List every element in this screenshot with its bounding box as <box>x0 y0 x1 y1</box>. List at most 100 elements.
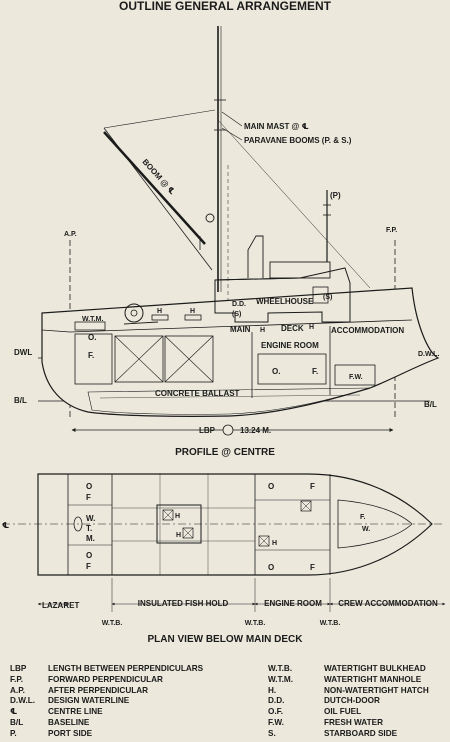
plan-labels: ℄ O F W. T. M. O F H H O F H O F F. W. L… <box>2 482 438 645</box>
hatch-2 <box>184 314 202 321</box>
label-o-fwd: O. <box>272 367 280 376</box>
plan-o-1: O <box>86 482 92 491</box>
wtm-box <box>74 321 106 331</box>
wheelhouse-window <box>312 286 329 304</box>
label-main-mast: MAIN MAST @ ℄ <box>244 122 309 131</box>
legend-row: W.T.B.WATERTIGHT BULKHEAD <box>268 664 426 673</box>
label-dd-s: (S) <box>232 311 241 318</box>
label-accommodation: ACCOMMODATION <box>331 326 404 335</box>
arrangement-drawing: OUTLINE GENERAL ARRANGEMENT <box>2 0 446 645</box>
hull-outline <box>41 287 440 417</box>
plan-f-4: F <box>310 563 315 572</box>
legend-row: F.W.FRESH WATER <box>268 717 383 727</box>
plan-o-4: O <box>268 563 274 572</box>
label-wtm: W.T.M. <box>82 316 103 323</box>
plan-h-1: H <box>175 513 180 520</box>
legend-row: P.PORT SIDE <box>10 728 93 738</box>
fish-hold-2 <box>164 335 214 383</box>
profile-view <box>38 26 440 436</box>
plan-f-3: F <box>310 482 315 491</box>
drawing-title: OUTLINE GENERAL ARRANGEMENT <box>119 0 332 13</box>
fresh-water-tank <box>334 364 376 386</box>
plan-crew-accommodation: CREW ACCOMMODATION <box>338 599 438 608</box>
legend-right-column: W.T.B.WATERTIGHT BULKHEAD W.T.M.WATERTIG… <box>268 664 448 740</box>
plan-t: T. <box>86 524 92 533</box>
label-dwl: DWL <box>14 348 32 357</box>
boom-sheave <box>205 213 215 223</box>
label-h-3: H <box>260 327 265 334</box>
plan-fwd-w: W. <box>362 526 370 533</box>
plan-h-3: H <box>272 540 277 547</box>
label-h-2: H <box>190 308 195 315</box>
plan-caption: PLAN VIEW BELOW MAIN DECK <box>148 634 304 645</box>
hatch-1 <box>151 314 169 321</box>
legend-row: A.P.AFTER PERPENDICULAR <box>10 685 149 695</box>
plan-lazaret: LAZARET <box>42 601 79 610</box>
legend-row: ℄CENTRE LINE <box>10 707 103 717</box>
plan-h-2: H <box>176 532 181 539</box>
plan-o-3: O <box>268 482 274 491</box>
label-p-mark: (P) <box>330 191 341 200</box>
label-lbp: LBP <box>199 426 216 435</box>
plan-fish-hatch <box>156 504 202 544</box>
label-lbp-value: 13.24 M. <box>240 426 271 435</box>
deck-line-aft <box>41 329 71 333</box>
plan-f-1: F <box>86 493 91 502</box>
plan-hull-outline <box>37 473 433 576</box>
wheelhouse-outline <box>214 267 351 323</box>
plan-f-2: F <box>86 562 91 571</box>
fish-hold-1 <box>114 335 164 383</box>
label-paravane-booms: PARAVANE BOOMS (P. & S.) <box>244 136 352 145</box>
legend-row: W.T.M.WATERTIGHT MANHOLE <box>268 674 422 684</box>
plan-wtb-1: W.T.B. <box>102 620 123 627</box>
label-bl-right: B/L <box>424 400 437 409</box>
legend-row: O.F.OIL FUEL <box>268 707 362 717</box>
concrete-ballast <box>87 387 371 415</box>
plan-cl: ℄ <box>2 521 9 530</box>
plan-view <box>2 473 446 612</box>
label-deck: DECK <box>281 324 304 333</box>
plan-fish-hold: INSULATED FISH HOLD <box>138 599 229 608</box>
upper-house <box>269 261 331 279</box>
label-h-4: H <box>309 324 314 331</box>
label-o-aft: O. <box>88 333 96 342</box>
cargo-boom <box>103 131 206 245</box>
label-f-aft: F. <box>88 351 94 360</box>
profile-caption: PROFILE @ CENTRE <box>175 447 275 458</box>
label-concrete-ballast: CONCRETE BALLAST <box>155 389 240 398</box>
legend-row: F.P.FORWARD PERPENDICULAR <box>10 674 163 684</box>
legend-row: D.W.L.DESIGN WATERLINE <box>10 696 130 706</box>
plan-w: W. <box>86 514 95 523</box>
legend-row: H.NON-WATERTIGHT HATCH <box>268 685 429 695</box>
label-f-fwd: F. <box>312 367 318 376</box>
legend-row: D.D.DUTCH-DOOR <box>268 696 380 706</box>
paravane-boom-2 <box>103 109 216 129</box>
label-main: MAIN <box>230 325 251 334</box>
label-dd: D.D. <box>232 301 246 308</box>
label-wheelhouse-s: (S) <box>323 294 332 301</box>
plan-wtm-manhole <box>73 516 83 532</box>
plan-m: M. <box>86 534 95 543</box>
plan-fwd-f: F. <box>360 514 366 521</box>
exhaust-stack <box>247 235 264 278</box>
plan-wtb-3: W.T.B. <box>320 620 341 627</box>
legend-row: S.STARBOARD SIDE <box>268 728 398 738</box>
label-engine-room: ENGINE ROOM <box>261 341 319 350</box>
label-ap: A.P. <box>64 231 77 238</box>
fuel-tank-aft <box>74 333 113 385</box>
plan-fw-tank <box>337 499 413 549</box>
label-wheelhouse: WHEELHOUSE <box>256 297 314 306</box>
label-dwl-right: D.W.L. <box>418 351 439 358</box>
label-h-1: H <box>157 308 162 315</box>
fuel-tank-fwd <box>257 353 327 385</box>
label-fw: F.W. <box>349 374 363 381</box>
plan-o-2: O <box>86 551 92 560</box>
plan-wtb-2: W.T.B. <box>245 620 266 627</box>
label-fp: F.P. <box>386 227 397 234</box>
winch-drum <box>124 303 144 323</box>
plan-engine-room: ENGINE ROOM <box>264 599 322 608</box>
